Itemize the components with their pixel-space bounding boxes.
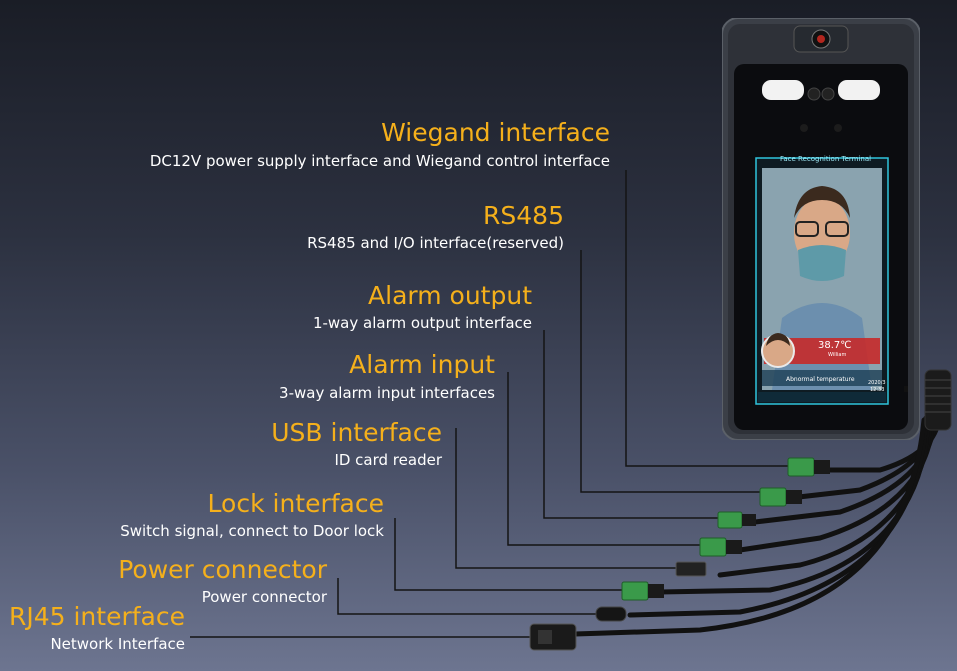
label-title-usb: USB interface (271, 418, 442, 447)
terminal-connectors (529, 457, 830, 651)
screen-person-name: William (828, 352, 847, 358)
leader-line-usb (455, 428, 680, 569)
label-desc-lock: Switch signal, connect to Door lock (120, 522, 384, 540)
label-desc-usb: ID card reader (334, 451, 442, 469)
face-recognition-terminal (722, 18, 920, 440)
label-desc-wiegand: DC12V power supply interface and Wiegand… (149, 152, 610, 170)
label-desc-power: Power connector (201, 588, 327, 606)
label-title-rj45: RJ45 interface (8, 602, 185, 631)
screen-time: 12:33 (870, 387, 885, 393)
label-title-lock: Lock interface (207, 489, 384, 518)
label-title-rs485: RS485 (483, 201, 564, 230)
leader-line-rs485 (580, 250, 760, 493)
label-title-wiegand: Wiegand interface (381, 118, 610, 147)
label-title-alarm-output: Alarm output (368, 281, 532, 310)
label-desc-alarm-input: 3-way alarm input interfaces (279, 384, 495, 402)
label-desc-alarm-output: 1-way alarm output interface (312, 314, 532, 332)
leader-line-wiegand (625, 170, 790, 467)
screen-temperature: 38.7℃ (818, 340, 852, 351)
leader-line-power (337, 578, 600, 615)
label-title-power: Power connector (118, 555, 327, 584)
screen-date: 2020/3 (868, 380, 886, 386)
label-title-alarm-input: Alarm input (349, 350, 495, 379)
label-desc-rj45: Network Interface (50, 635, 185, 653)
screen-status: Abnormal temperature (786, 376, 855, 383)
screen-header: Face Recognition Terminal (780, 155, 872, 163)
leader-line-alarm-input (507, 372, 700, 546)
label-desc-rs485: RS485 and I/O interface(reserved) (307, 234, 564, 252)
leader-line-lock (394, 518, 625, 591)
leader-line-alarm-output (543, 330, 720, 519)
